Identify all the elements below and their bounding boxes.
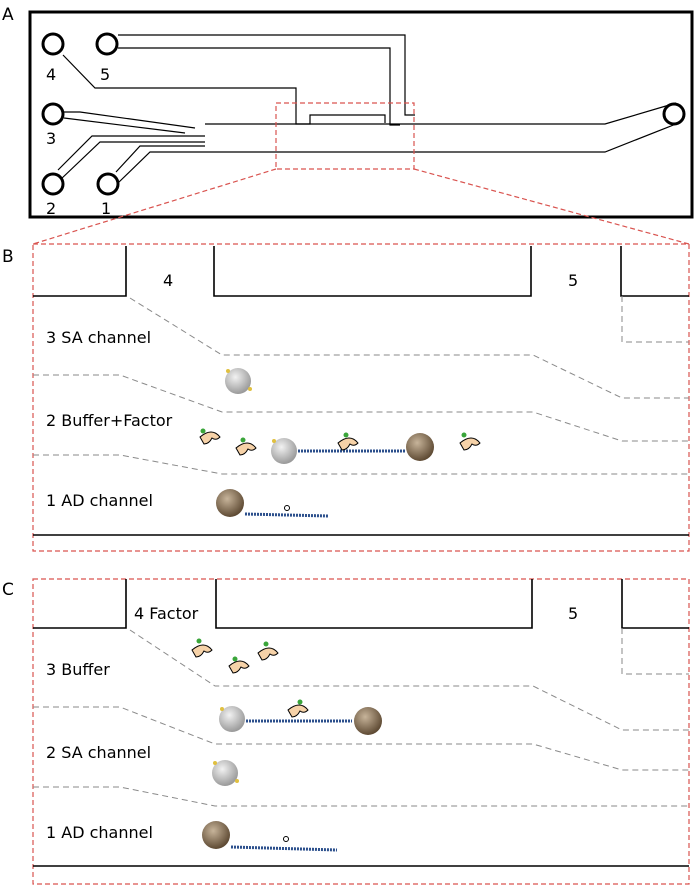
inlet-4-label: 4 [46, 65, 56, 84]
panel-b-port-5-label: 5 [568, 271, 578, 290]
panel-b-sa-bead-free [225, 368, 252, 394]
panel-b-lane-2-label: 2 Buffer+Factor [46, 411, 173, 430]
inlet-2-port [41, 172, 65, 196]
zoom-region-box [275, 102, 415, 170]
panel-b-lane-1-label: 1 AD channel [46, 491, 153, 510]
panel-b-ad-bead-with-dna [216, 489, 329, 518]
panel-c-tethered-complex [219, 699, 382, 735]
inlet-4-port [41, 32, 65, 56]
panel-c-frame [32, 578, 690, 885]
panel-b-tethered-complex [271, 432, 434, 464]
channel-network [57, 34, 677, 184]
panel-c-factor-3 [257, 641, 279, 661]
inlet-1-label: 1 [101, 199, 111, 218]
panel-b-factor-2 [235, 437, 257, 456]
inlet-2-label: 2 [46, 199, 56, 218]
panel-c-port-5-label: 5 [568, 604, 578, 623]
panel-c-lane-dividers [33, 628, 689, 807]
panel-c-letter: C [2, 580, 14, 600]
panel-b-factor-3 [459, 432, 481, 451]
panel-c-ad-bead-with-dna [202, 821, 338, 852]
panel-c-sa-bead-free [212, 760, 239, 786]
inlet-3-label: 3 [46, 129, 56, 148]
panel-c-channel-top-wall [33, 579, 689, 629]
panel-a-letter: A [2, 5, 14, 25]
panel-a: A 4 [2, 5, 694, 219]
panel-b-channel-top-wall [33, 246, 689, 297]
chip-outline [28, 10, 694, 219]
panel-b-factor-1 [199, 428, 221, 445]
panel-b-lane-3-label: 3 SA channel [46, 328, 151, 347]
inlet-5-port [95, 32, 119, 56]
panel-b-port-4-label: 4 [163, 271, 173, 290]
inlet-3-port [41, 102, 65, 126]
panel-b-letter: B [2, 247, 14, 267]
panel-c-factor-2 [228, 656, 250, 674]
outlet-port [662, 102, 686, 126]
panel-c-port-4-label: 4 Factor [134, 604, 199, 623]
panel-c-lane-1-label: 1 AD channel [46, 823, 153, 842]
inlet-ports [41, 32, 686, 196]
inlet-5-label: 5 [100, 65, 110, 84]
panel-c-factor-1 [191, 638, 213, 658]
zoom-projection-lines [32, 168, 690, 245]
inlet-1-port [96, 172, 120, 196]
panel-b-lane-dividers [33, 296, 689, 475]
panel-c-lane-3-label: 3 Buffer [46, 660, 110, 679]
panel-c-lane-2-label: 2 SA channel [46, 743, 151, 762]
panel-c: C 4 Factor 5 3 Buffer 2 SA channel 1 AD … [2, 578, 690, 885]
panel-b: B 4 5 3 SA channel 2 Buffer+Factor 1 AD … [2, 243, 690, 552]
